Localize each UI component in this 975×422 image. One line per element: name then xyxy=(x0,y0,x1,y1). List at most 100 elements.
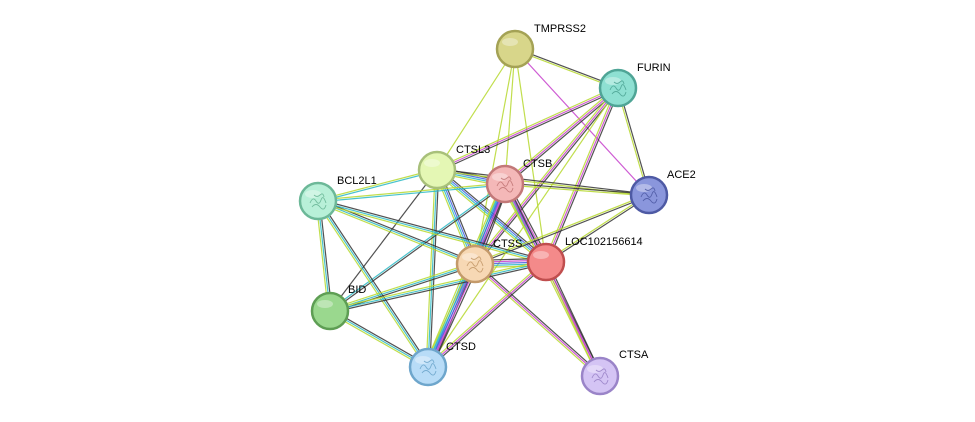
node-circle[interactable] xyxy=(310,291,350,331)
node-label: CTSB xyxy=(523,158,552,170)
edge-evidence-line xyxy=(436,48,516,171)
edge-ctsl3-bcl2l1[interactable] xyxy=(317,168,438,203)
edge-evidence-line xyxy=(319,199,431,367)
edges-layer xyxy=(315,47,651,378)
edge-evidence-line xyxy=(437,89,619,173)
node-ctsb[interactable]: CTSB xyxy=(485,158,552,204)
node-circle[interactable] xyxy=(526,242,566,282)
protein-structure-icon xyxy=(609,80,627,97)
protein-structure-icon xyxy=(309,193,327,210)
edge-evidence-line xyxy=(473,264,600,378)
node-highlight xyxy=(305,190,321,198)
node-loc102156614[interactable]: LOC102156614 xyxy=(526,236,643,282)
node-circle[interactable] xyxy=(629,175,669,215)
edge-ctsb-bcl2l1[interactable] xyxy=(317,182,506,203)
edge-evidence-line xyxy=(546,195,650,264)
edge-evidence-line xyxy=(545,261,601,377)
edge-evidence-line xyxy=(475,88,620,266)
node-tmprss2[interactable]: TMPRSS2 xyxy=(495,23,586,69)
edge-evidence-line xyxy=(330,184,506,313)
edge-bcl2l1-ctsd[interactable] xyxy=(315,199,431,369)
edge-evidence-line xyxy=(514,48,547,263)
node-label: BID xyxy=(348,284,366,296)
node-ctsd[interactable]: CTSD xyxy=(408,341,476,387)
node-circle[interactable] xyxy=(408,347,448,387)
node-furin[interactable]: FURIN xyxy=(598,62,671,108)
node-circle[interactable] xyxy=(598,68,638,108)
edge-evidence-line xyxy=(543,262,599,378)
node-ctsl3[interactable]: CTSL3 xyxy=(417,144,490,190)
node-highlight xyxy=(587,365,603,373)
node-ctsa[interactable]: CTSA xyxy=(580,349,649,396)
node-label: ACE2 xyxy=(667,169,696,181)
node-highlight xyxy=(605,77,621,85)
edge-evidence-line xyxy=(502,184,599,378)
edge-evidence-line xyxy=(545,193,649,262)
edge-tmprss2-ctsl3[interactable] xyxy=(436,48,516,171)
edge-evidence-line xyxy=(329,182,505,311)
edge-evidence-line xyxy=(429,170,440,368)
edge-evidence-line xyxy=(474,87,619,265)
node-label: TMPRSS2 xyxy=(534,23,586,35)
edge-furin-ctsd[interactable] xyxy=(427,87,619,368)
edge-tmprss2-ace2[interactable] xyxy=(514,48,650,196)
protein-structure-icon xyxy=(466,256,484,273)
edge-evidence-line xyxy=(436,85,618,169)
edge-evidence-line xyxy=(318,170,438,203)
edge-evidence-line xyxy=(427,261,547,368)
edge-evidence-line xyxy=(315,201,427,369)
edge-ctss-ctsa[interactable] xyxy=(473,262,602,378)
edge-ace2-ctss[interactable] xyxy=(474,193,650,266)
edge-loc102156614-ctsa[interactable] xyxy=(543,260,603,378)
node-highlight xyxy=(317,300,333,308)
node-label: CTSL3 xyxy=(456,144,490,156)
edge-evidence-line xyxy=(474,48,516,265)
edge-loc102156614-ctsd[interactable] xyxy=(426,260,548,369)
protein-structure-icon xyxy=(496,176,514,193)
edge-ace2-loc102156614[interactable] xyxy=(545,193,650,264)
protein-structure-icon xyxy=(591,368,609,385)
edge-ctsb-bid[interactable] xyxy=(329,182,506,313)
edge-ctsl3-ctsd[interactable] xyxy=(425,169,440,368)
node-bid[interactable]: BID xyxy=(310,284,366,331)
node-label: BCL2L1 xyxy=(337,175,377,187)
edge-bcl2l1-loc102156614[interactable] xyxy=(317,198,547,265)
node-circle[interactable] xyxy=(485,164,525,204)
node-ace2[interactable]: ACE2 xyxy=(629,169,696,215)
node-circle[interactable] xyxy=(495,29,535,69)
edge-evidence-line xyxy=(317,182,505,201)
edge-tmprss2-loc102156614[interactable] xyxy=(514,48,547,263)
edge-evidence-line xyxy=(329,261,547,312)
edge-furin-ctss[interactable] xyxy=(473,86,620,266)
edge-evidence-line xyxy=(547,260,603,376)
edge-furin-ctsl3[interactable] xyxy=(436,85,619,173)
edge-evidence-line xyxy=(317,200,547,263)
edge-evidence-line xyxy=(514,48,650,196)
edge-evidence-line xyxy=(427,169,438,368)
edge-evidence-line xyxy=(425,169,436,367)
edge-tmprss2-ctss[interactable] xyxy=(474,48,516,265)
edge-evidence-line xyxy=(504,184,649,197)
edge-ctsl3-bid[interactable] xyxy=(329,169,438,312)
node-circle[interactable] xyxy=(417,150,457,190)
edge-furin-ctsb[interactable] xyxy=(503,86,620,186)
edge-evidence-line xyxy=(504,87,619,185)
node-circle[interactable] xyxy=(455,244,495,284)
node-bcl2l1[interactable]: BCL2L1 xyxy=(298,175,377,221)
edge-ctsb-ace2[interactable] xyxy=(504,182,650,197)
edge-evidence-line xyxy=(473,86,618,264)
edge-tmprss2-ctsb[interactable] xyxy=(504,48,516,185)
node-label: CTSD xyxy=(446,341,476,353)
node-highlight xyxy=(462,253,478,261)
node-label: CTSS xyxy=(493,238,522,250)
edge-evidence-line xyxy=(329,259,546,310)
edge-evidence-line xyxy=(330,263,547,314)
node-circle[interactable] xyxy=(298,181,338,221)
edge-loc102156614-bid[interactable] xyxy=(329,259,547,314)
node-ctss[interactable]: CTSS xyxy=(455,238,522,284)
edge-evidence-line xyxy=(436,87,619,171)
node-circle[interactable] xyxy=(580,356,620,396)
edge-evidence-line xyxy=(318,198,547,261)
